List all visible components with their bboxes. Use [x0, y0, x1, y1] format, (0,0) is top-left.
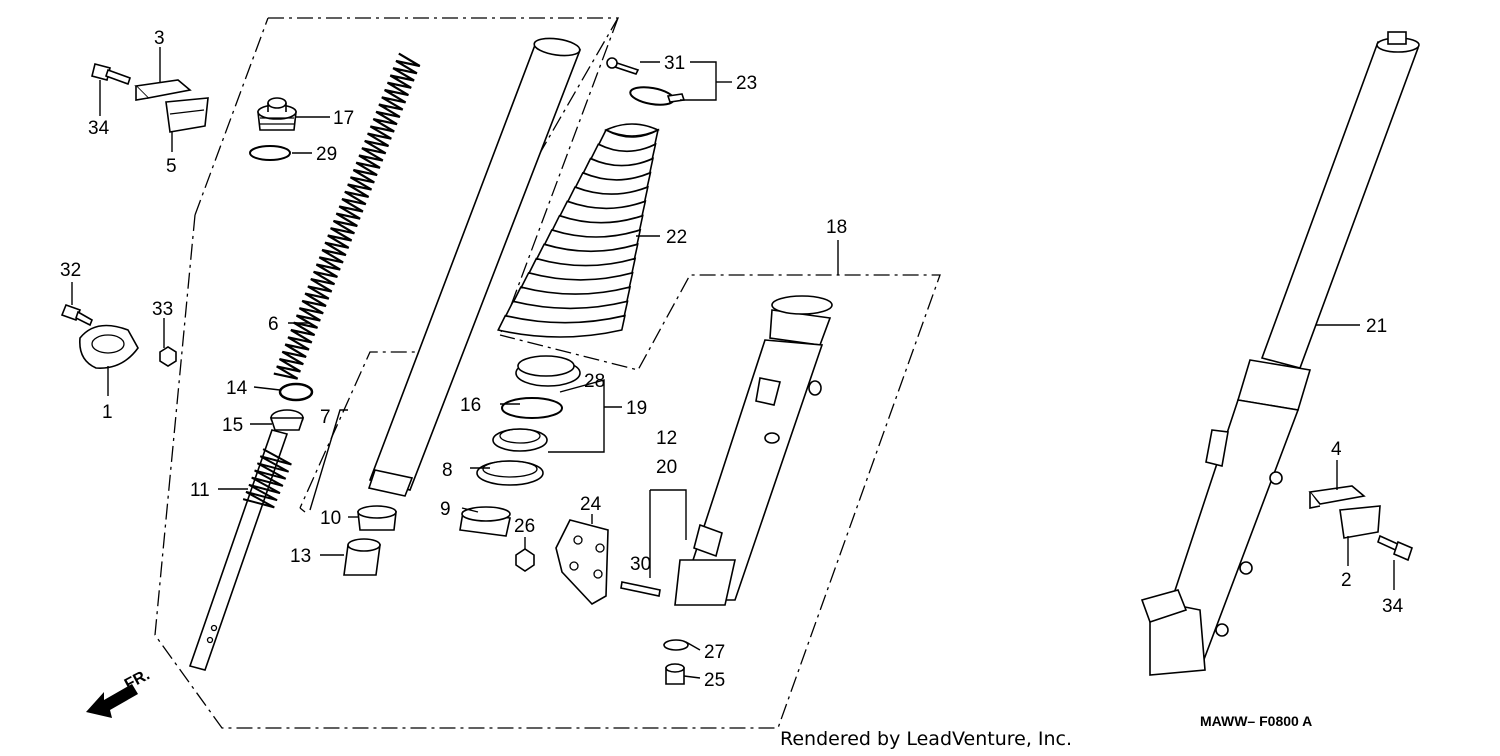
oil-seal: [492, 428, 548, 452]
callout-8: 8: [442, 460, 453, 481]
callout-4: 4: [1331, 439, 1342, 460]
stopper-ring: [501, 397, 563, 419]
callout-27: 27: [704, 642, 725, 663]
callout-33: 33: [152, 299, 173, 320]
callout-16: 16: [460, 395, 481, 416]
guide-clip-right-upper: [1308, 485, 1366, 509]
fork-spring: [273, 52, 421, 380]
callout-22: 22: [666, 227, 687, 248]
flange-bolt-right: [1377, 534, 1413, 562]
clamp-screw: [606, 57, 640, 75]
flange-nut: [159, 346, 177, 367]
callout-25: 25: [704, 670, 725, 691]
flange-bolt: [91, 63, 132, 86]
guide-clip-right-lower: [1339, 505, 1381, 539]
callout-28: 28: [584, 371, 605, 392]
callout-2: 2: [1341, 570, 1352, 591]
callout-9: 9: [440, 499, 451, 520]
callout-6: 6: [268, 314, 279, 335]
callout-14: 14: [226, 378, 248, 399]
callout-1: 1: [102, 402, 113, 423]
callout-24: 24: [580, 494, 602, 515]
callout-30: 30: [630, 554, 651, 575]
boot-clamp: [629, 86, 686, 106]
callout-13: 13: [290, 546, 311, 567]
front-arrow-icon: FR.: [86, 666, 153, 718]
stud-bolt: [620, 581, 661, 597]
callout-7: 7: [320, 407, 331, 428]
assembled-fork: [1140, 31, 1420, 676]
oil-lock-collar: [357, 505, 397, 531]
callout-17: 17: [333, 108, 354, 129]
render-credit: Rendered by LeadVenture, Inc.: [780, 728, 1072, 750]
fork-pipe: [367, 37, 582, 497]
oil-lock-piece: [343, 538, 381, 576]
rebound-ring: [278, 382, 314, 402]
callout-29: 29: [316, 144, 337, 165]
callout-21: 21: [1366, 316, 1387, 337]
callout-5: 5: [166, 156, 177, 177]
callout-11: 11: [190, 480, 210, 501]
guide-clip-upper: [134, 79, 192, 101]
guide-clip-lower: [165, 97, 209, 133]
dust-seal: [515, 355, 581, 387]
o-ring: [249, 145, 291, 161]
fork-slider: [674, 295, 833, 606]
callout-20: 20: [656, 457, 677, 478]
callout-19: 19: [626, 398, 647, 419]
damper-rod: [188, 409, 305, 671]
leader-lines: [71, 47, 1395, 679]
callout-3: 3: [154, 28, 165, 49]
cable-holder: [79, 324, 139, 369]
callout-26: 26: [514, 516, 535, 537]
assembly-boundary-lower: [299, 507, 306, 513]
callout-31: 31: [664, 53, 685, 74]
callout-12: 12: [656, 428, 677, 449]
diagram-code: MAWW– F0800 A: [1200, 713, 1312, 729]
callout-34-left: 34: [88, 118, 110, 139]
slider-bushing: [459, 506, 511, 537]
callout-10: 10: [320, 508, 341, 529]
callout-15: 15: [222, 415, 243, 436]
nut: [515, 548, 535, 572]
fork-bolt-cap: [257, 97, 297, 131]
callout-labels: 1 2 3 4 5 6 7 8 9 10 11 12 13 14 15 16 1…: [60, 28, 1404, 691]
axle-holder: [555, 519, 609, 606]
socket-bolt: [665, 663, 685, 685]
callout-23: 23: [736, 73, 757, 94]
sealing-washer: [663, 639, 689, 651]
callout-34-right: 34: [1382, 596, 1404, 617]
callout-32: 32: [60, 260, 81, 281]
fork-boot: [497, 123, 660, 338]
flange-bolt-32: [60, 303, 94, 327]
callout-18: 18: [826, 217, 847, 238]
back-up-ring: [476, 460, 544, 486]
